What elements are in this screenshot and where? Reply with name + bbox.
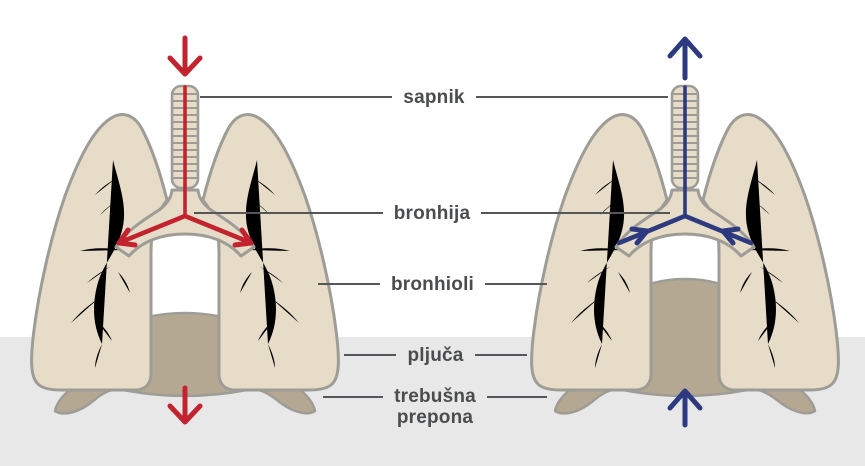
leader-line [474, 354, 528, 356]
label-prepona: prepona [396, 407, 474, 428]
inhale-left-bronchus-arrowhead-icon [116, 227, 138, 248]
exhale-right-bronchus-arrowhead-icon [720, 226, 741, 246]
inhale-top-arrowhead-icon [167, 55, 203, 77]
label-trebusna-prepona: trebušna prepona [394, 386, 476, 428]
leader-line [481, 212, 671, 214]
exhale-airflow-arrows [616, 36, 754, 428]
inhalation-lungs-panel [15, 35, 355, 425]
label-row-pljuca: pljuča [344, 344, 528, 366]
exhale-top-arrowhead-icon [667, 36, 703, 59]
label-row-trebusna-prepona: trebušna prepona [323, 386, 547, 430]
label-bronhija: bronhija [393, 202, 471, 224]
label-row-bronhioli: bronhioli [318, 273, 547, 295]
label-pljuca: pljuča [407, 344, 464, 366]
label-row-bronhija: bronhija [194, 202, 671, 224]
exhalation-lungs-panel [515, 36, 855, 428]
leader-line [344, 354, 397, 356]
inhale-right-bronchus-arrowhead-icon [232, 227, 254, 248]
leader-line [486, 396, 547, 398]
inhale-bottom-arrowhead-icon [167, 403, 203, 425]
leader-line [194, 212, 383, 214]
leader-line [318, 283, 380, 285]
label-trebusna: trebušna [394, 386, 476, 407]
label-bronhioli: bronhioli [390, 273, 475, 295]
exhale-left-bronchus-arrowhead-icon [629, 226, 650, 246]
exhale-bottom-arrowhead-icon [667, 388, 703, 411]
leader-line [485, 283, 547, 285]
leader-line [475, 96, 668, 98]
leader-line [323, 396, 384, 398]
label-sapnik: sapnik [403, 86, 465, 108]
leader-line [200, 96, 393, 98]
label-row-sapnik: sapnik [200, 86, 668, 108]
inhale-airflow-arrows [116, 35, 254, 425]
